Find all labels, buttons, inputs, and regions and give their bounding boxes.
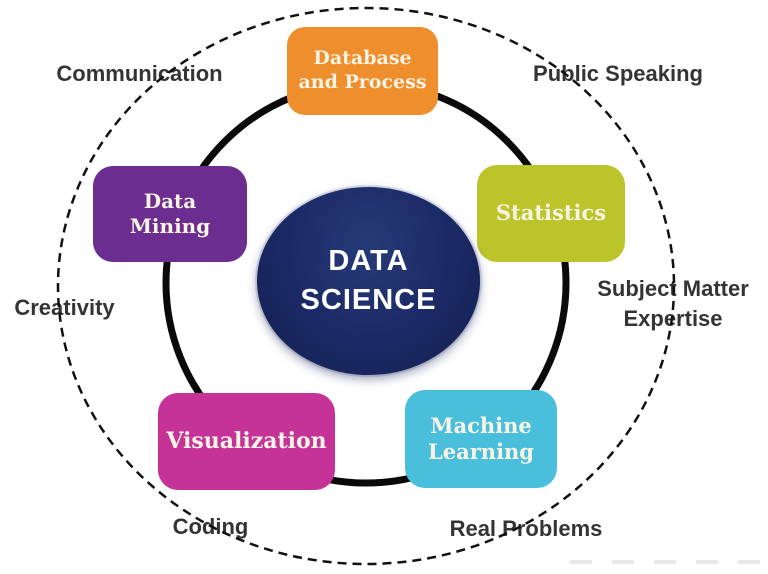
outer-label-line: Coding (172, 514, 249, 539)
outer-label-communication: Communication (32, 59, 247, 89)
outer-label-coding: Coding (148, 512, 273, 542)
node-label-line: Machine (430, 412, 532, 438)
node-label-line: Database (313, 47, 412, 70)
node-label-line: Data (143, 189, 197, 213)
outer-label-subject-matter-expertise: Subject Matter Expertise (578, 274, 768, 333)
node-label-line: and Process (298, 71, 427, 93)
outer-label-real-problems: Real Problems (430, 514, 622, 544)
node-label-line: Statistics (495, 200, 607, 226)
node-label-line: Visualization (166, 427, 327, 454)
node-machine-learning: Machine Learning (405, 390, 557, 488)
node-visualization: Visualization (158, 393, 335, 490)
outer-label-line: Creativity (14, 295, 115, 320)
center-circle-data-science: DATA SCIENCE (257, 187, 480, 375)
node-statistics: Statistics (477, 165, 625, 262)
node-label-line: Mining (129, 214, 211, 238)
node-database-and-process: Database and Process (287, 27, 438, 115)
center-label-line: SCIENCE (300, 284, 437, 316)
outer-label-line: Public Speaking (533, 61, 703, 86)
outer-label-public-speaking: Public Speaking (503, 59, 733, 89)
outer-label-creativity: Creativity (2, 293, 127, 323)
outer-label-line: Subject Matter (597, 276, 749, 301)
outer-label-line: Expertise (623, 305, 723, 331)
node-data-mining: Data Mining (93, 166, 247, 262)
node-label-line: Learning (428, 439, 534, 464)
outer-label-line: Real Problems (449, 516, 603, 541)
outer-label-line: Communication (56, 61, 223, 86)
center-label-line: DATA (328, 244, 409, 277)
